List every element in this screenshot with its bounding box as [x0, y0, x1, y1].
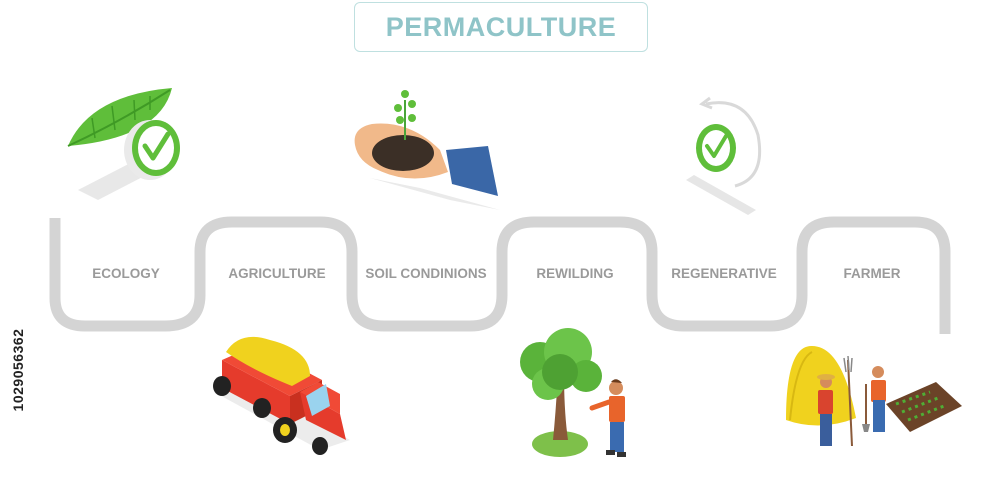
tractor-icon	[213, 336, 350, 455]
cycle-check-icon	[686, 96, 762, 215]
step-label-regenerative: REGENERATIVE	[671, 266, 777, 281]
leaf-check-icon	[67, 88, 180, 200]
tree-person-icon	[520, 328, 626, 457]
serpentine-path	[49, 216, 951, 334]
page-title: PERMACULTURE	[385, 11, 617, 42]
stock-id-strip: 1029056362	[6, 255, 30, 485]
step-label-ecology: ECOLOGY	[92, 266, 160, 281]
farmers-haystack-icon	[786, 345, 962, 447]
step-label-agriculture: AGRICULTURE	[228, 266, 326, 281]
step-label-rewilding: REWILDING	[536, 266, 614, 281]
step-label-soil-conditions: SOIL CONDINIONS	[365, 266, 487, 281]
stock-id: 1029056362	[10, 328, 26, 412]
hand-sprout-icon	[354, 90, 500, 210]
step-label-farmer: FARMER	[843, 266, 901, 281]
title-box: PERMACULTURE	[354, 2, 648, 52]
